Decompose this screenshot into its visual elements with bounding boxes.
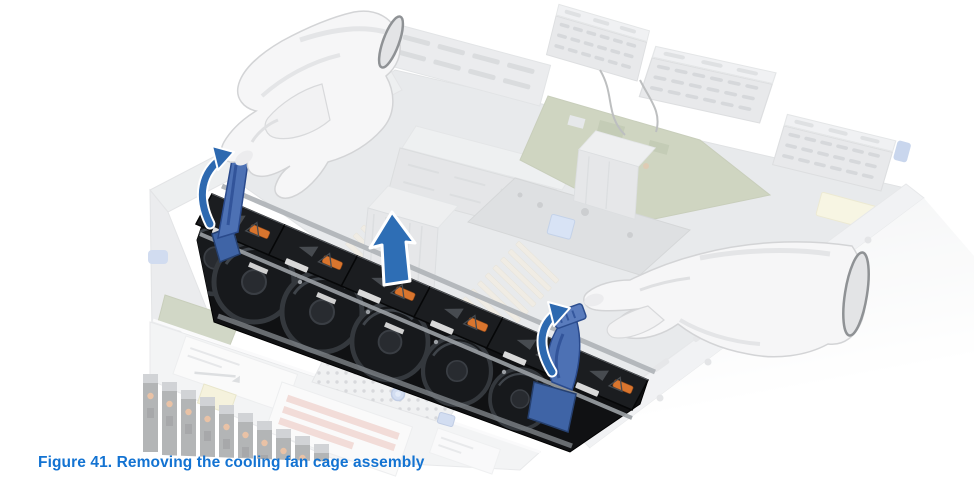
cable: [639, 79, 659, 133]
gloved-hand-left: [220, 10, 405, 199]
psu-cage: [387, 125, 577, 235]
glove-cuff: [842, 251, 870, 337]
top-cover-labels: [149, 318, 541, 477]
cable: [599, 69, 626, 136]
rotate-arrow-right-icon: [536, 301, 571, 378]
release-lever-right: [527, 303, 587, 433]
thumb: [606, 305, 665, 339]
thumb: [264, 83, 331, 140]
dimm-matrix-label: [264, 381, 414, 477]
figure-caption: Figure 41. Removing the cooling fan cage…: [38, 454, 425, 471]
air-shroud-plate: [467, 177, 691, 276]
blue-release-tab: [893, 140, 911, 163]
system-board: [157, 69, 772, 346]
touch-point-label: [546, 213, 576, 240]
service-label: [815, 191, 877, 230]
rear-wall-vents: [384, 23, 552, 107]
glove-cuff: [377, 15, 405, 69]
label-arrow: [194, 371, 236, 378]
gloved-hand-right: [583, 241, 870, 358]
rotate-arrow-left-icon: [196, 145, 235, 230]
lift-up-arrow-icon: [368, 210, 417, 287]
rear-riser-brackets: [546, 4, 911, 230]
cpu-heatsink: [573, 130, 657, 220]
